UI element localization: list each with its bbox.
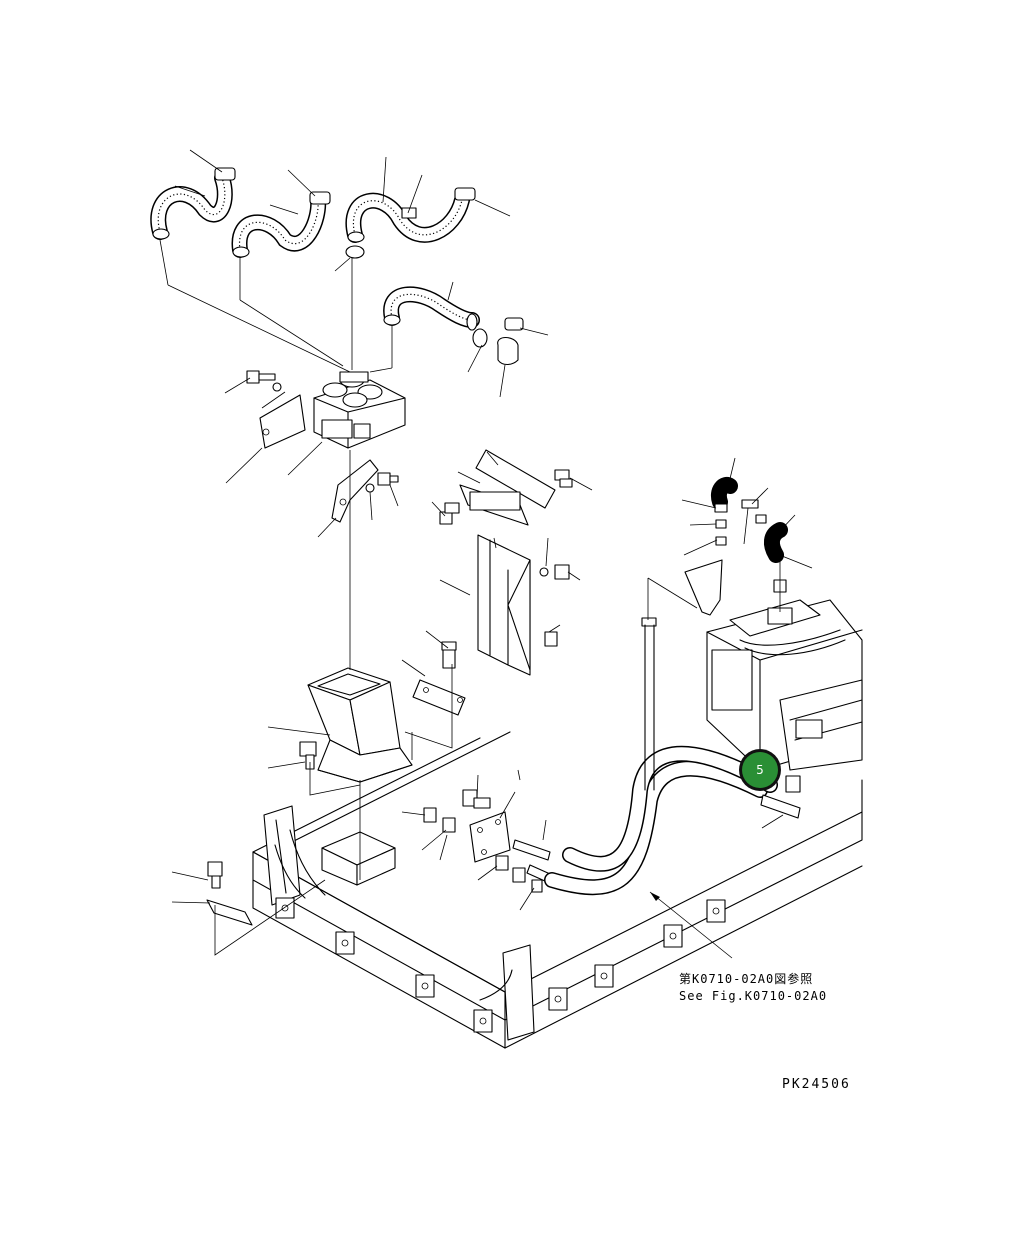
leader-lines xyxy=(159,149,813,959)
part-callout-5[interactable]: 5 xyxy=(742,752,778,788)
drawing-number: PK24506 xyxy=(782,1077,851,1092)
reference-label-jp: 第K0710-02A0図参照 xyxy=(679,972,814,986)
reference-label-en: See Fig.K0710-02A0 xyxy=(679,989,828,1003)
heater-hoses xyxy=(544,617,801,896)
flexible-ducts xyxy=(150,167,524,366)
base-frame xyxy=(252,731,863,1049)
floor-duct xyxy=(206,667,413,926)
heater-unit xyxy=(684,477,863,771)
callout-number: 5 xyxy=(756,763,764,777)
duct-panel xyxy=(412,449,573,716)
distribution-box xyxy=(246,370,406,523)
